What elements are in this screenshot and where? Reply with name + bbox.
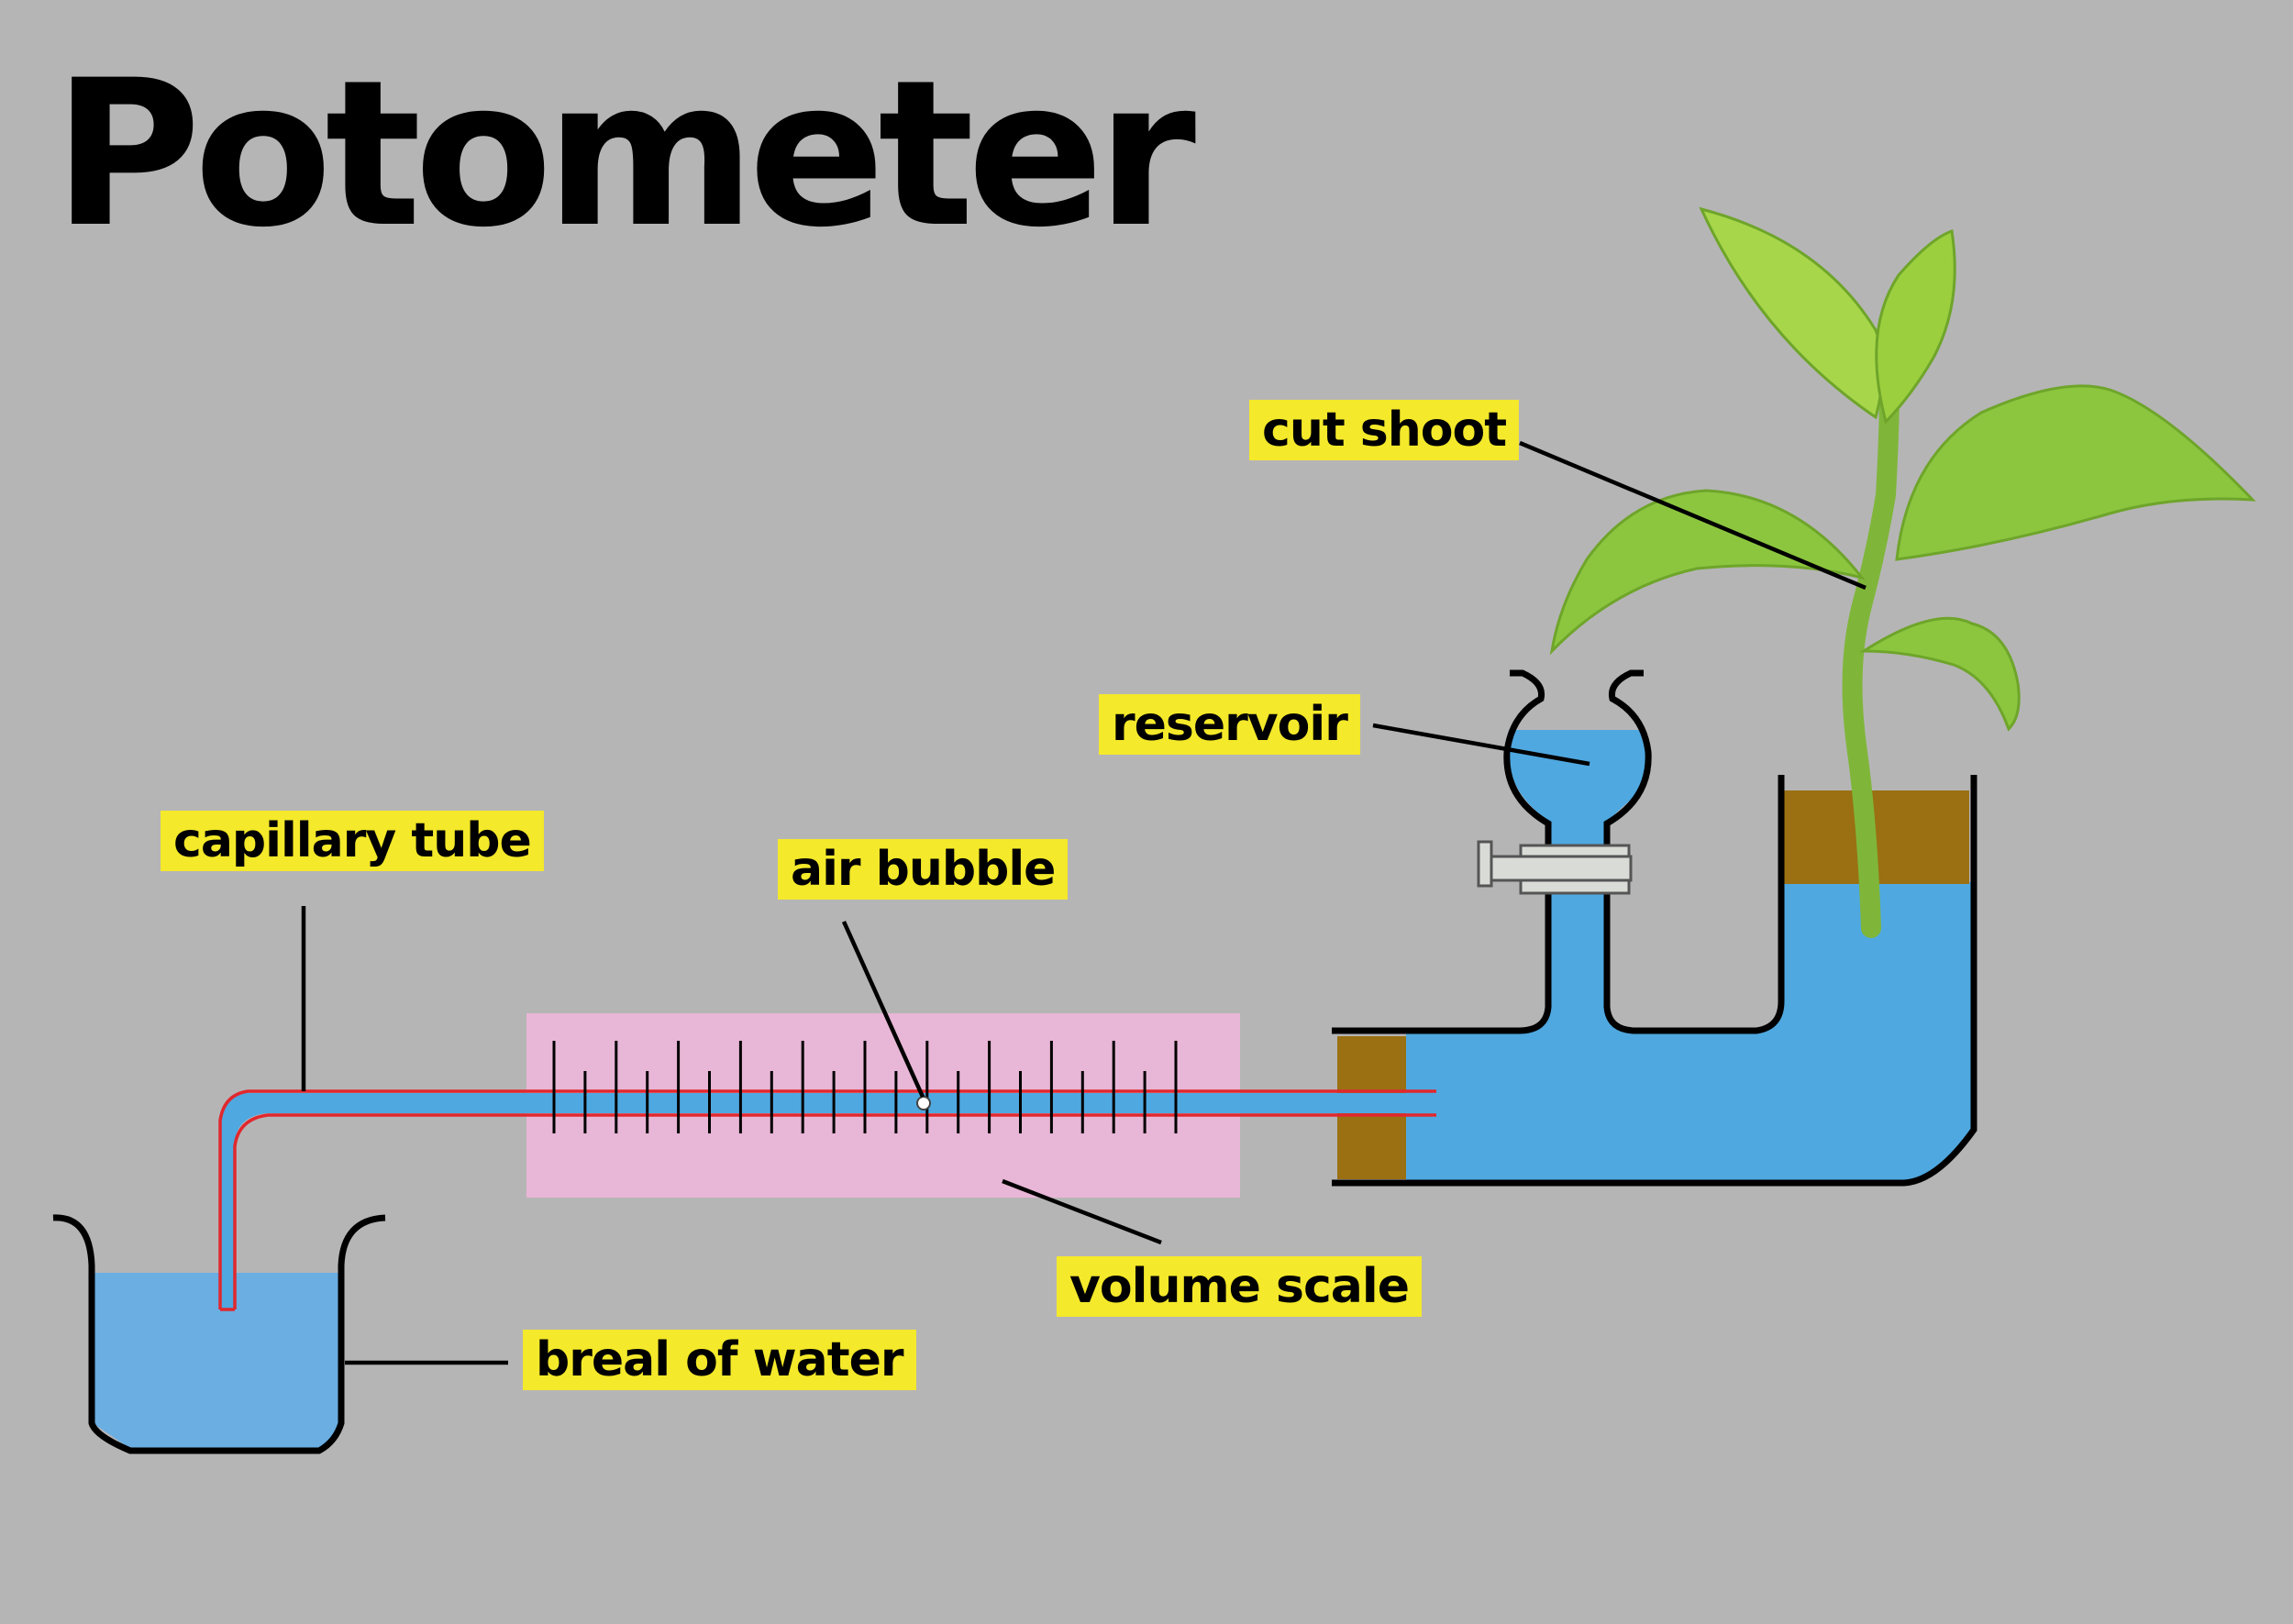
label-volume-scale: volume scale: [1057, 1256, 1422, 1317]
apparatus-outline: [1332, 945, 1552, 1034]
beaker-water: [92, 1273, 341, 1449]
leader-line-volume-scale: [1002, 1178, 1162, 1245]
leaf-lower-right: [1858, 616, 2021, 732]
air-bubble: [916, 1096, 931, 1110]
scale-ticks: [552, 1041, 1178, 1133]
beaker: [52, 1214, 386, 1454]
leaf-top-right: [1875, 228, 1956, 425]
capillary-tube: [218, 1089, 1436, 1311]
label-capillary-tube: capillary tube: [161, 811, 544, 871]
label-reservoir: reservoir: [1099, 694, 1360, 755]
tap: [1477, 840, 1633, 895]
leaf-right: [1895, 384, 2256, 561]
capillary-tube-outline: [218, 1089, 1436, 1311]
leader-line-air-bubble: [841, 921, 925, 1098]
apparatus-water: [1406, 888, 1972, 1183]
leaf-top-left: [1699, 206, 1884, 420]
leader-line-cut-shoot: [1519, 440, 1867, 591]
reservoir-outline: [1503, 669, 1552, 945]
diagram-title: Potometer: [53, 37, 1196, 271]
apparatus-outline-3: [1332, 775, 1977, 1187]
leaf-left: [1549, 489, 1866, 656]
label-cut-shoot: cut shoot: [1249, 400, 1520, 460]
leader-line-reservoir: [1372, 723, 1590, 767]
shoot-stem: [1842, 375, 1900, 938]
label-beaker: breal of water: [523, 1330, 916, 1390]
cut-shoot: [1549, 206, 2256, 938]
leader-lines: [301, 440, 1867, 1365]
tap-handle: [1477, 840, 1493, 888]
label-air-bubble: air bubble: [778, 839, 1069, 900]
beaker-outline: [52, 1214, 386, 1454]
tap-barrel: [1490, 855, 1633, 882]
apparatus-outline-2: [1603, 775, 1785, 1034]
reservoir-outline-2: [1603, 669, 1652, 945]
reservoir-water: [1507, 730, 1649, 899]
